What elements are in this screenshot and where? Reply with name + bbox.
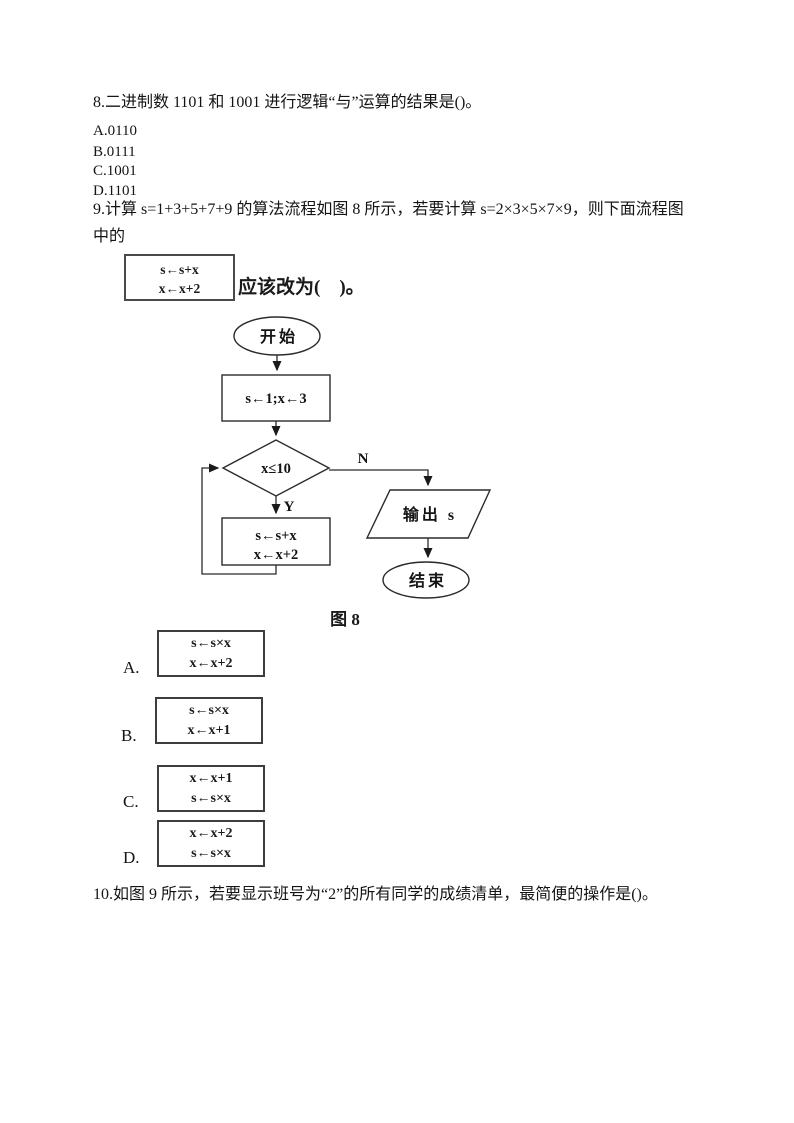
option-d-line2: s←s×x — [191, 846, 231, 861]
question-9-text-line2: 中的 — [93, 228, 126, 245]
output-parallelogram-shape — [365, 489, 492, 539]
figure-8-caption: 图 8 — [330, 610, 360, 629]
inline-formula-line2: x←x+2 — [158, 281, 201, 296]
option-b-line1: s←s×x — [189, 703, 229, 718]
loop-process-line2: x←x+2 — [254, 547, 299, 563]
loop-process-line1: s←s+x — [255, 528, 297, 544]
question-8-option-c: C.1001 — [93, 163, 137, 179]
question-10-text: 10.如图 9 所示，若要显示班号为“2”的所有同学的成绩清单，最简便的操作是(… — [93, 886, 658, 903]
question-8-option-d: D.1101 — [93, 183, 138, 199]
output-label: 输出 s — [403, 505, 457, 524]
question-8-text: 8.二进制数 1101 和 1001 进行逻辑“与”运算的结果是()。 — [93, 94, 482, 111]
start-terminal-shape — [233, 316, 321, 356]
option-b-label: B. — [121, 726, 137, 745]
option-d-label: D. — [123, 848, 140, 867]
no-branch-label: N — [358, 451, 369, 467]
option-c-box: x←x+1 s←s×x — [157, 765, 265, 812]
option-a-line1: s←s×x — [191, 636, 231, 651]
inline-formula-line1: s←s+x — [160, 262, 199, 277]
option-a-box: s←s×x x←x+2 — [157, 630, 265, 677]
init-process-shape — [221, 374, 331, 422]
option-d-box: x←x+2 s←s×x — [157, 820, 265, 867]
question-9-text-line1: 9.计算 s=1+3+5+7+9 的算法流程如图 8 所示，若要计算 s=2×3… — [93, 201, 684, 218]
loop-process-shape — [221, 517, 331, 566]
question-9-inline-formula-box: s←s+x x←x+2 — [124, 254, 235, 301]
end-terminal-shape — [382, 561, 470, 599]
option-d-line1: x←x+2 — [189, 826, 233, 841]
yes-branch-label: Y — [284, 499, 295, 515]
option-b-line2: x←x+1 — [187, 723, 231, 738]
init-process-label: s←1;x←3 — [245, 391, 306, 407]
flowchart-figure-8: 开始 s←1;x←3 x≤10 N Y s←s+x x←x+2 输出 s 结束 — [201, 316, 492, 599]
option-b-box: s←s×x x←x+1 — [155, 697, 263, 744]
start-terminal-label: 开始 — [260, 327, 298, 346]
option-c-line1: x←x+1 — [189, 771, 233, 786]
option-c-label: C. — [123, 792, 139, 811]
question-8-option-b: B.0111 — [93, 144, 136, 160]
end-terminal-label: 结束 — [408, 571, 447, 590]
option-a-line2: x←x+2 — [189, 656, 233, 671]
connector-loop-back — [201, 463, 277, 575]
question-8-option-a: A.0110 — [93, 123, 138, 139]
connector-no-branch — [329, 469, 433, 487]
decision-diamond-shape — [221, 439, 331, 497]
decision-condition-label: x≤10 — [261, 461, 291, 477]
option-a-label: A. — [123, 658, 140, 677]
question-9-prompt: 应该改为( )。 — [238, 277, 365, 298]
option-c-line2: s←s×x — [191, 791, 231, 806]
